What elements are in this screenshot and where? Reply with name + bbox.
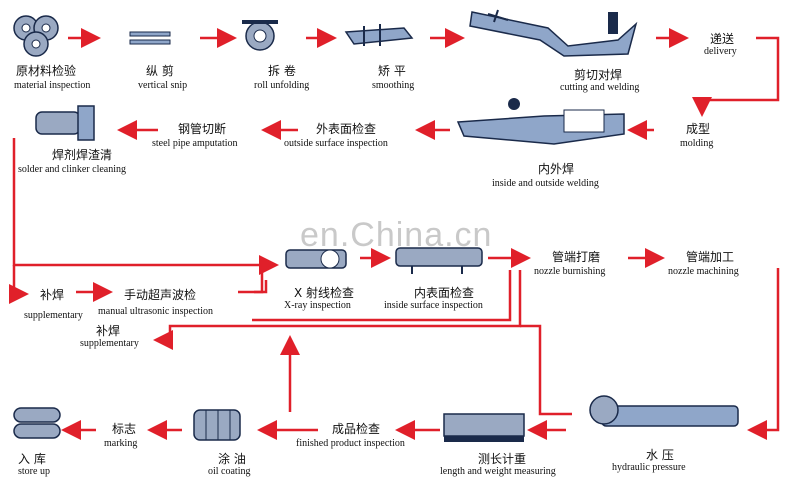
steel-pipe-amputation-zh: 钢管切断: [178, 122, 227, 136]
roll-unfolding-en: roll unfolding: [254, 80, 310, 91]
nozzle-burnishing-zh: 管端打磨: [552, 250, 601, 264]
store-up-zh: 入 库: [18, 452, 46, 466]
nozzle-burnishing-en: nozzle burnishing: [534, 266, 606, 277]
coil-stack-icon: [13, 15, 59, 57]
hydraulic-tester-icon: [589, 395, 739, 427]
manual-ultrasonic-zh: 手动超声波检: [124, 288, 197, 302]
xray-inspection-en: X-ray inspection: [284, 300, 351, 311]
oil-coating-zh: 涂 油: [218, 452, 246, 466]
oil-coating-pipe-icon: [193, 409, 241, 441]
finished-product-zh: 成品检查: [332, 422, 381, 436]
supplementary-2-en: supplementary: [80, 338, 139, 349]
roll-unfolding-zh: 拆 卷: [268, 64, 296, 78]
length-weight-en: length and weight measuring: [440, 466, 556, 477]
inside-surface-inspection-zh: 内表面检查: [414, 286, 475, 300]
marking-zh: 标志: [112, 422, 137, 436]
xray-inspection-zh: X 射线检查: [294, 286, 355, 300]
arrow-20: [153, 270, 522, 350]
nozzle-machining-en: nozzle machining: [668, 266, 739, 277]
cutting-welding-zh: 剪切对焊: [574, 68, 623, 82]
delivery-zh: 递送: [710, 32, 735, 46]
smoothing-en: smoothing: [372, 80, 415, 91]
material-inspection-zh: 原材料检验: [16, 64, 77, 78]
shear-blades-icon: [129, 31, 171, 45]
cleaning-nozzle-icon: [35, 105, 95, 141]
arrow-14: [238, 268, 264, 294]
manual-ultrasonic-en: manual ultrasonic inspection: [98, 306, 213, 317]
molding-zh: 成型: [686, 122, 711, 136]
vertical-snip-en: vertical snip: [138, 80, 188, 91]
welding-machine-icon: [456, 98, 625, 145]
nozzle-machining-zh: 管端加工: [686, 250, 735, 264]
length-weight-zh: 测长计重: [478, 452, 527, 466]
inside-outside-welding-en: inside and outside welding: [492, 178, 599, 189]
outside-surface-inspection-en: outside surface inspection: [284, 138, 388, 149]
hydraulic-pressure-en: hydraulic pressure: [612, 462, 686, 473]
material-inspection-en: material inspection: [14, 80, 91, 91]
store-up-en: store up: [18, 466, 50, 477]
weighing-machine-icon: [443, 413, 525, 442]
inspection-bench-icon: [395, 247, 483, 274]
supplementary-2-zh: 补焊: [96, 324, 121, 338]
molding-en: molding: [680, 138, 714, 149]
smoothing-zh: 矫 平: [378, 64, 406, 78]
hydraulic-pressure-zh: 水 压: [646, 448, 674, 462]
delivery-en: delivery: [704, 46, 737, 57]
pipe-stack-icon: [13, 407, 61, 439]
cutting-welding-en: cutting and welding: [560, 82, 640, 93]
arrow-22: [520, 324, 572, 416]
marking-en: marking: [104, 438, 138, 449]
solder-clinker-cleaning-zh: 焊剂焊渣清: [52, 148, 113, 162]
vertical-snip-zh: 纵 剪: [146, 64, 174, 78]
solder-clinker-cleaning-en: solder and clinker cleaning: [18, 164, 127, 175]
inside-outside-welding-zh: 内外焊: [538, 162, 575, 176]
oil-coating-en: oil coating: [208, 466, 251, 477]
inside-surface-inspection-en: inside surface inspection: [384, 300, 483, 311]
steel-pipe-amputation-en: steel pipe amputation: [152, 138, 238, 149]
outside-surface-inspection-zh: 外表面检查: [316, 122, 377, 136]
uncoiler-icon: [242, 20, 278, 51]
leveler-icon: [344, 24, 414, 46]
cutting-welding-machine-icon: [469, 9, 638, 57]
arrow-19: [252, 270, 512, 322]
supplementary-1-en: supplementary: [24, 310, 83, 321]
xray-machine-icon: [285, 249, 347, 269]
arrow-21: [747, 268, 780, 440]
arrow-6: [692, 36, 780, 117]
finished-product-en: finished product inspection: [296, 438, 405, 449]
supplementary-1-zh: 补焊: [40, 288, 65, 302]
arrow-12: [9, 265, 29, 304]
arrow-18: [254, 280, 268, 294]
